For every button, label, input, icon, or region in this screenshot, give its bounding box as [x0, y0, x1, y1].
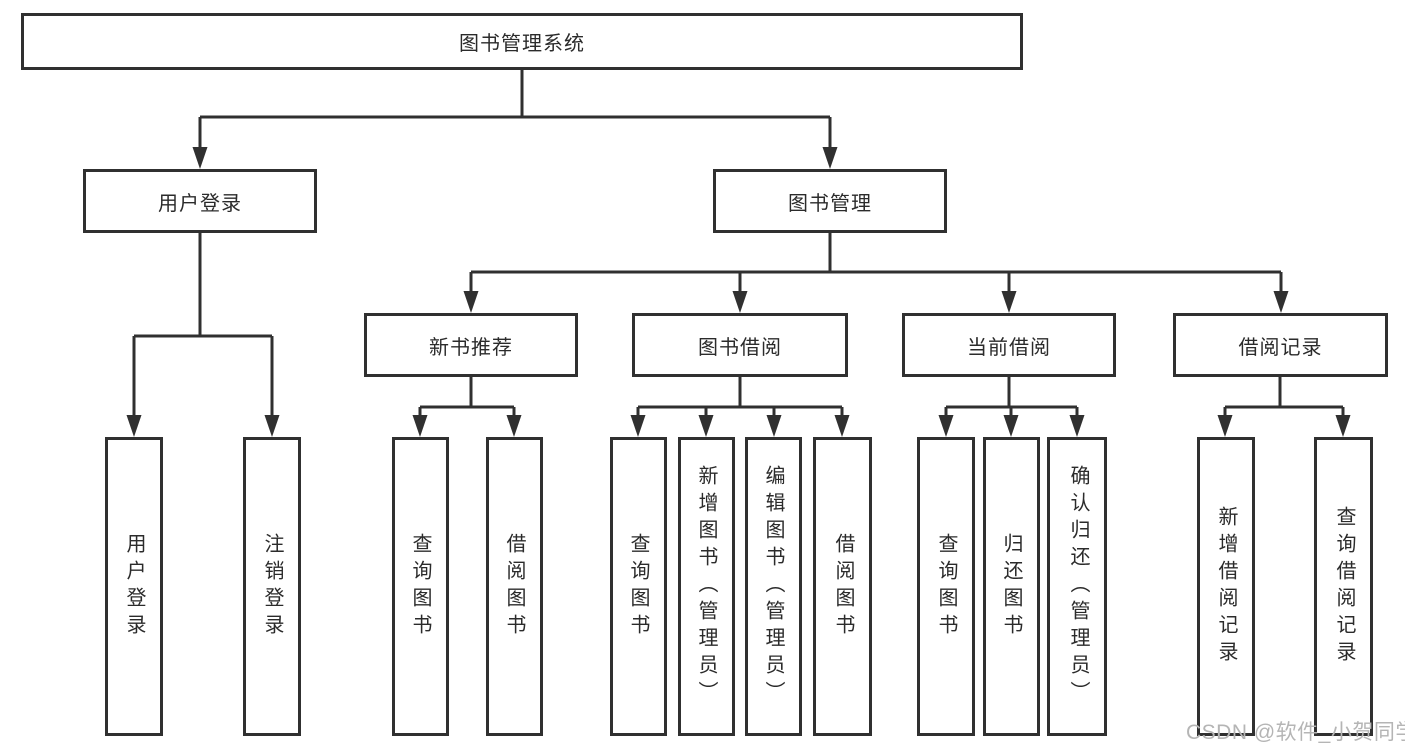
leaf-query-books-current: 查询图书 — [917, 437, 975, 736]
arrowhead — [938, 415, 954, 437]
arrowhead — [126, 415, 142, 437]
leaf-query-borrow-record: 查询借阅记录 — [1314, 437, 1373, 736]
node-current-borrow: 当前借阅 — [902, 313, 1116, 377]
node-label: 当前借阅 — [967, 336, 1051, 359]
arrowhead — [1273, 291, 1289, 313]
node-label: 图书管理系统 — [459, 33, 585, 55]
arrowhead — [264, 415, 280, 437]
arrowhead — [506, 415, 522, 437]
node-label: 图书管理 — [788, 192, 872, 215]
arrowhead — [192, 147, 208, 169]
leaf-borrow-books-recommend: 借阅图书 — [486, 437, 543, 736]
arrowhead — [822, 147, 838, 169]
arrowhead — [412, 415, 428, 437]
leaf-query-books-recommend: 查询图书 — [392, 437, 449, 736]
node-book-borrow: 图书借阅 — [632, 313, 848, 377]
node-label: 用户登录 — [158, 192, 242, 215]
arrowhead — [766, 415, 782, 437]
leaf-return-books: 归还图书 — [983, 437, 1040, 736]
connector-curr-split — [938, 377, 1085, 437]
arrowhead — [1069, 415, 1085, 437]
arrowhead — [1001, 291, 1017, 313]
arrowhead — [698, 415, 714, 437]
connector-login-split — [126, 233, 280, 437]
leaf-logout: 注销登录 — [243, 437, 301, 736]
node-book-management: 图书管理 — [713, 169, 947, 233]
connector-root-split — [192, 70, 838, 169]
connector-newrec-split — [412, 377, 522, 437]
node-borrow-records: 借阅记录 — [1173, 313, 1388, 377]
leaf-edit-books-admin: 编辑图书（管理员） — [745, 437, 802, 736]
leaf-user-login: 用户登录 — [105, 437, 163, 736]
arrowhead — [1003, 415, 1019, 437]
node-user-login: 用户登录 — [83, 169, 317, 233]
arrowhead — [463, 291, 479, 313]
arrowhead — [732, 291, 748, 313]
leaf-confirm-return-admin: 确认归还（管理员） — [1047, 437, 1107, 736]
connector-borrow-split — [630, 377, 850, 437]
connector-record-split — [1217, 377, 1351, 437]
leaf-query-books-borrow: 查询图书 — [610, 437, 667, 736]
arrowhead — [1335, 415, 1351, 437]
node-label: 图书借阅 — [698, 336, 782, 359]
node-label: 新书推荐 — [429, 336, 513, 359]
node-root-system: 图书管理系统 — [21, 13, 1023, 70]
watermark: CSDN @软件_小贺同学 — [1186, 721, 1405, 744]
arrowhead — [1217, 415, 1233, 437]
arrowhead — [834, 415, 850, 437]
arrowhead — [630, 415, 646, 437]
node-label: 借阅记录 — [1238, 336, 1323, 359]
leaf-add-books-admin: 新增图书（管理员） — [678, 437, 735, 736]
node-new-book-recommend: 新书推荐 — [364, 313, 578, 377]
leaf-add-borrow-record: 新增借阅记录 — [1197, 437, 1255, 736]
leaf-borrow-books: 借阅图书 — [813, 437, 872, 736]
connector-mgmt-split — [463, 233, 1289, 313]
